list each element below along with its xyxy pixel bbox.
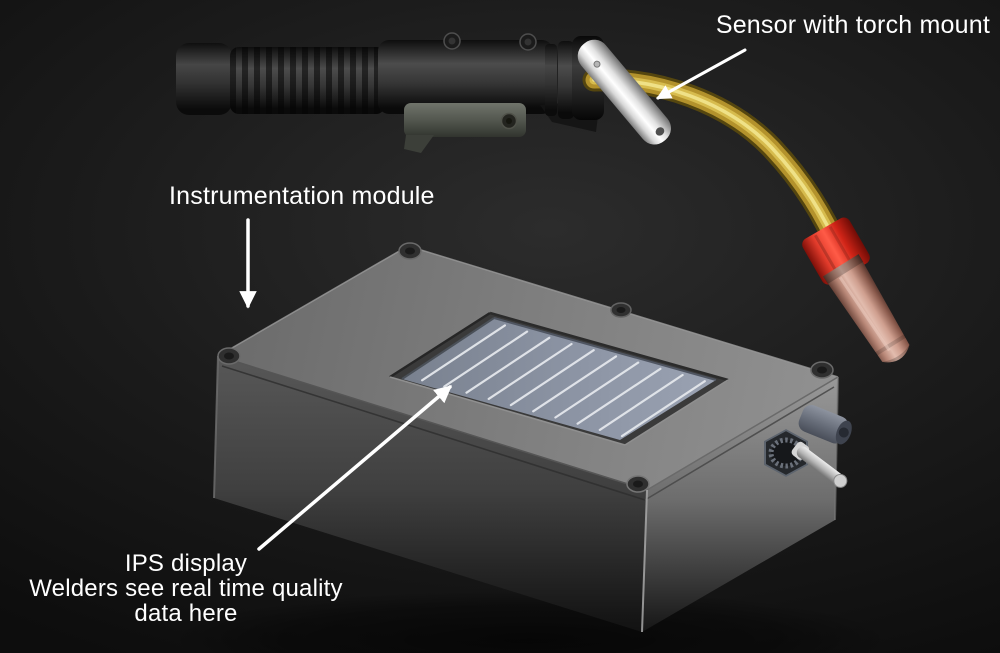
torch-handle (176, 32, 553, 115)
corner-screw (398, 242, 422, 260)
gas-nozzle (822, 254, 910, 363)
ips-display (389, 311, 729, 446)
label-ips-display-line2: Welders see real time quality (29, 575, 343, 602)
side-connector-rod (791, 441, 848, 488)
corner-screw (610, 302, 632, 318)
torch-trigger-bracket (404, 103, 526, 153)
lid-seam (644, 386, 835, 501)
side-connector-cylinder (798, 404, 852, 445)
handle-rib-texture (230, 47, 385, 114)
gooseneck-tube (582, 68, 852, 264)
label-ips-display-line3: data here (134, 600, 238, 627)
corner-screw (217, 347, 241, 365)
label-ips-display: IPS display Welders see real time qualit… (18, 551, 354, 626)
corner-screw (626, 475, 650, 493)
display-stripes (421, 324, 706, 438)
label-ips-display-line1: IPS display (124, 550, 248, 577)
arrow-sensor (656, 48, 747, 100)
label-instrumentation-module: Instrumentation module (169, 182, 435, 210)
corner-screw (810, 361, 834, 379)
module-front-face (214, 356, 647, 632)
arrow-display (257, 385, 453, 551)
sensor-cylinder (577, 39, 671, 145)
instrumentation-module-box (213, 242, 852, 633)
lid-seam (221, 365, 646, 501)
annotation-arrows (239, 48, 747, 551)
display-panel (402, 318, 716, 440)
box-ground-shadow (170, 590, 890, 653)
welding-torch (176, 32, 604, 153)
label-sensor-with-torch-mount: Sensor with torch mount (715, 11, 990, 39)
